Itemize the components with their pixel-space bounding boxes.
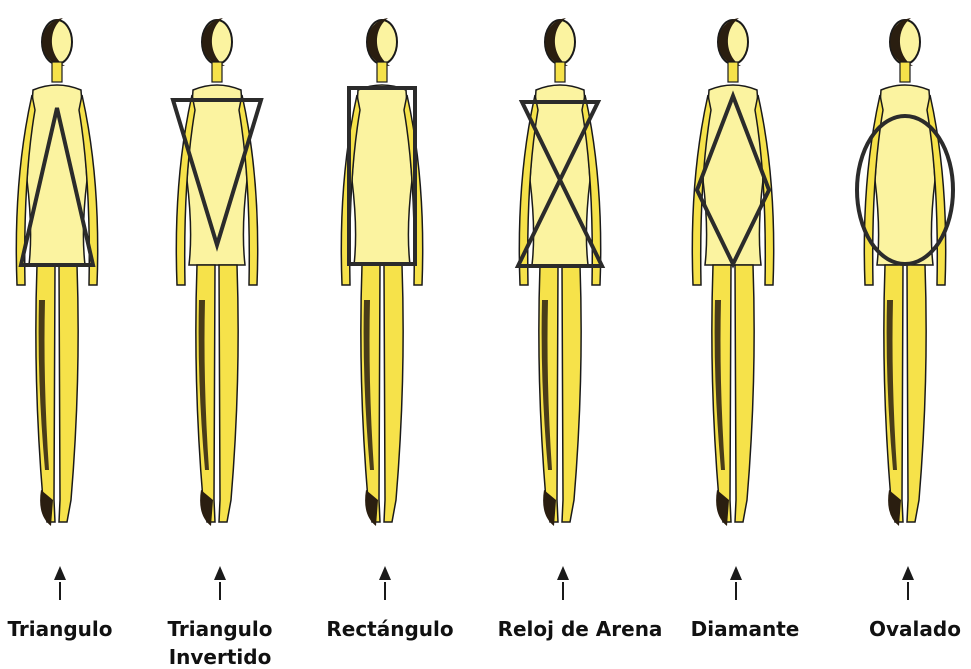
label-rectangulo: Rectángulo [320, 617, 460, 641]
torso [875, 85, 935, 265]
label-triangulo-invertido: Triangulo [160, 617, 280, 641]
label-ovalado: Ovalado [855, 617, 971, 641]
label-diamante: Diamante [680, 617, 810, 641]
leg-left [712, 265, 731, 522]
arrow-head [379, 566, 391, 580]
arrow-head [214, 566, 226, 580]
label-triangulo: Triangulo [0, 617, 120, 641]
neck [377, 62, 387, 82]
figure-triangle [16, 18, 97, 600]
label-reloj-de-arena: Reloj de Arena [490, 617, 670, 641]
label-triangulo-invertido-line2: Invertido [160, 645, 280, 669]
leg-right [562, 265, 581, 522]
figure-hourglass [518, 18, 602, 600]
torso [703, 85, 763, 265]
leg-left [539, 265, 558, 522]
neck [900, 62, 910, 82]
arrow-head [902, 566, 914, 580]
neck [728, 62, 738, 82]
figures-canvas [0, 0, 971, 600]
leg-right [735, 265, 754, 522]
neck [555, 62, 565, 82]
leg-right [59, 265, 78, 522]
arrow-head [54, 566, 66, 580]
torso [530, 85, 590, 265]
figure-diamond [692, 18, 773, 600]
leg-left [36, 265, 55, 522]
neck [212, 62, 222, 82]
leg-left [884, 265, 903, 522]
leg-left [361, 265, 380, 522]
figure-oval [857, 18, 953, 600]
leg-right [384, 265, 403, 522]
figure-inverted-triangle [173, 18, 261, 600]
leg-right [907, 265, 926, 522]
leg-left [196, 265, 215, 522]
torso [352, 85, 412, 265]
leg-right [219, 265, 238, 522]
figure-rectangle [341, 18, 422, 600]
arrow-head [730, 566, 742, 580]
arrow-head [557, 566, 569, 580]
neck [52, 62, 62, 82]
